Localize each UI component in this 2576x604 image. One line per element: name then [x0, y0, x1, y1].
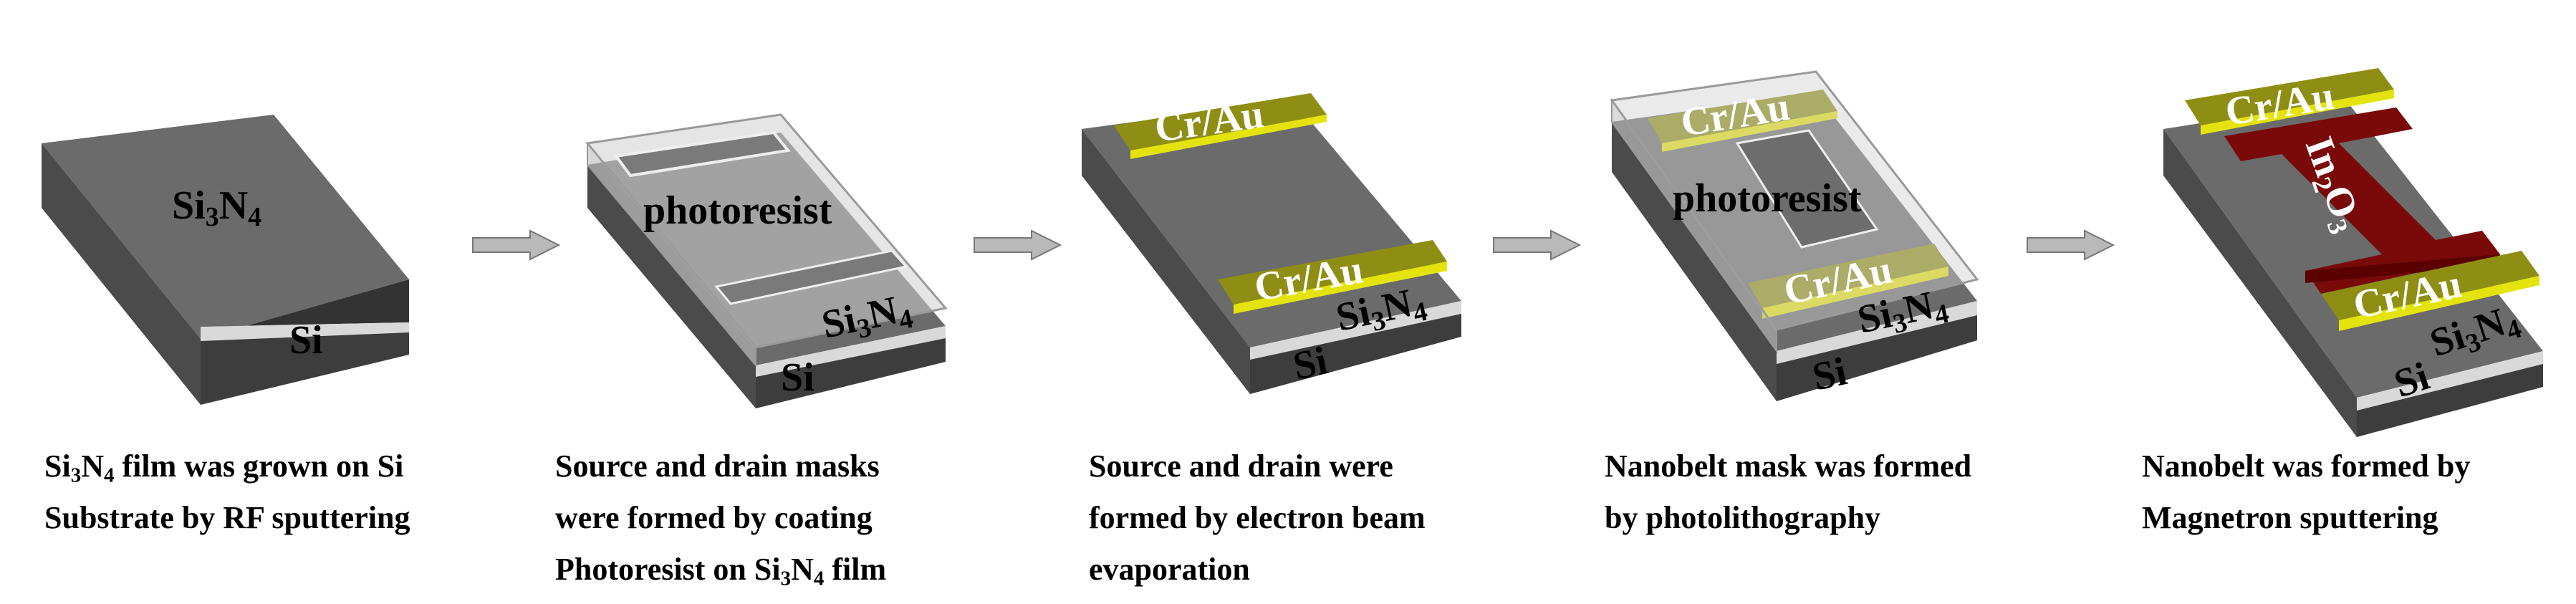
step-1-front-face [42, 143, 201, 405]
step-1-side-nitride [201, 279, 409, 339]
step-1-side-si [201, 332, 409, 405]
step-3-electrode-bottom [1218, 240, 1447, 305]
step-3-caption-line-1: Source and drain were [1089, 449, 1393, 484]
step-4-caption: Nanobelt mask was formed by photolithogr… [1605, 441, 1971, 544]
step-1-top-face [42, 115, 409, 339]
step-2-caption-line-2: were formed by coating [555, 500, 873, 535]
step-5-nanobelt [2224, 107, 2500, 294]
step-5-caption: Nanobelt was formed by Magnetron sputter… [2142, 441, 2470, 544]
step-5-caption-line-1: Nanobelt was formed by [2142, 449, 2471, 484]
step-4-block: Cr/Au photoresist Cr/Au Si Si3N4 [1610, 70, 1979, 401]
step-5-block: Cr/Au In2O3 Cr/Au Si Si3N4 [2163, 68, 2543, 437]
step-3-caption-line-2: formed by electron beam [1089, 500, 1426, 535]
step-3-block: Cr/Au Cr/Au Si Si3N4 [1082, 92, 1461, 394]
step-1-caption-line-1: Si3N4 film was grown on Si [44, 449, 404, 487]
step-4-caption-line-1: Nanobelt mask was formed [1605, 449, 1972, 484]
arrow-2 [974, 229, 1062, 261]
step-2-block: photoresist Si Si3N4 [585, 113, 948, 408]
step-2-caption-line-1: Source and drain masks [555, 449, 880, 484]
step-1-block: Si3N4 Si [42, 115, 409, 405]
arrow-4 [2027, 229, 2115, 261]
step-2-caption-line-3: Photoresist on Si3N4 film [555, 552, 887, 590]
step-3-caption: Source and drain were formed by electron… [1089, 441, 1426, 595]
step-1-si-label: Si [289, 318, 323, 363]
step-1-caption: Si3N4 film was grown on Si Substrate by … [44, 441, 410, 544]
step-4-photoresist-label: photoresist [1673, 176, 1862, 221]
step-1-nitride-layer [201, 322, 409, 341]
arrow-1 [472, 229, 561, 261]
step-4-caption-line-2: by photolithography [1605, 500, 1881, 535]
step-3-caption-line-3: evaporation [1089, 552, 1250, 587]
step-2-photoresist-label: photoresist [643, 188, 832, 233]
step-1-si3n4-label: Si3N4 [172, 183, 261, 232]
step-1-caption-line-2: Substrate by RF sputtering [44, 500, 410, 535]
step-3-electrode-top [1114, 93, 1327, 150]
step-2-si-label: Si [781, 355, 814, 400]
arrow-3 [1493, 229, 1582, 261]
step-2-caption: Source and drain masks were formed by co… [555, 441, 886, 595]
step-5-caption-line-2: Magnetron sputtering [2142, 500, 2438, 535]
